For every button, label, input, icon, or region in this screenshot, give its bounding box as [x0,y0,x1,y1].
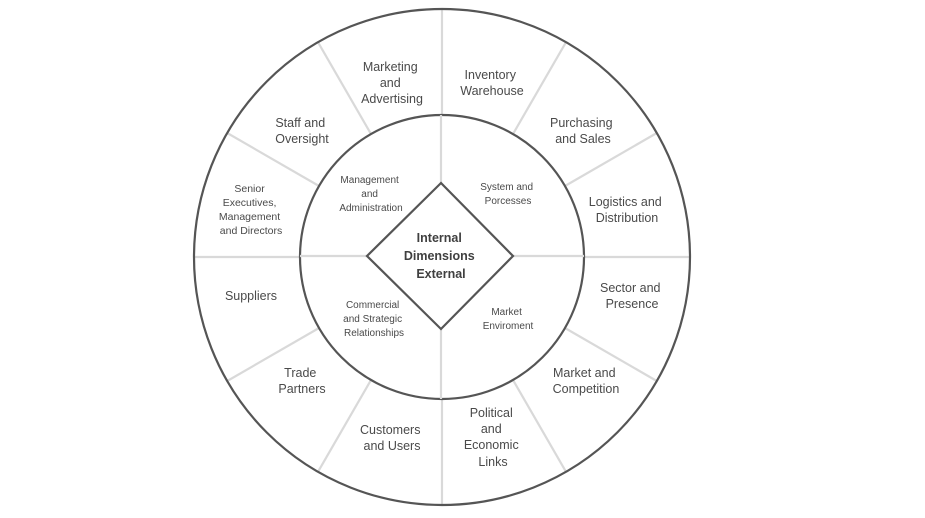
outer-label-line: Marketing [363,60,418,74]
outer-label-marketing: Marketing and Advertising [361,60,423,106]
center-diamond [365,181,515,331]
outer-label-political: Political and Economic Links [464,406,522,469]
inner-ring-dividers [300,115,584,399]
inner-label-line: Porcesses [485,196,532,207]
outer-ring-dividers [194,9,690,505]
outer-label-line: Inventory [465,68,517,82]
outer-label-line: Political [470,406,513,420]
outer-label-line: Oversight [275,132,329,146]
outer-label-customers: Customers and Users [360,423,424,453]
outer-label-staff: Staff and Oversight [275,116,329,146]
outer-label-line: Competition [553,382,620,396]
outer-label-sector: Sector and Presence [600,281,664,311]
outer-label-line: Customers [360,423,420,437]
outer-label-line: Trade [284,366,316,380]
outer-label-line: and [481,422,502,436]
outer-label-line: Warehouse [460,84,524,98]
outer-divider-line [512,379,567,473]
outer-label-line: Economic [464,438,519,452]
outer-label-senior: Senior Executives, Management and Direct… [219,183,283,237]
outer-label-line: and [380,76,401,90]
inner-label-line: and [361,189,378,200]
outer-label-logistics: Logistics and Distribution [589,195,665,225]
outer-divider-line [512,41,567,135]
outer-divider-line [564,132,658,187]
outer-label-line: Distribution [596,211,659,225]
outer-label-trade: Trade Partners [278,366,325,396]
outer-label-line: Market and [553,366,616,380]
inner-label-line: Relationships [344,328,404,339]
outer-label-line: Purchasing [550,116,613,130]
outer-circle [192,7,692,507]
outer-label-line: Presence [606,297,659,311]
inner-label-line: Enviroment [483,321,534,332]
outer-label-purchasing: Purchasing and Sales [550,116,616,146]
outer-label-line: Suppliers [225,289,277,303]
outer-divider-line [564,327,658,382]
inner-label-line: Management [340,175,399,186]
outer-label-line: Links [478,455,507,469]
center-line-3: External [416,267,465,281]
inner-label-management: Management and Administration [339,175,402,214]
outer-label-line: Staff and [275,116,325,130]
outer-label-line: and Directors [220,225,282,237]
inner-label-line: System and [480,182,533,193]
outer-divider-line [226,132,320,187]
outer-label-line: Senior [234,183,265,195]
outer-divider-line [317,41,372,135]
outer-label-line: Partners [278,382,325,396]
outer-label-line: Sector and [600,281,661,295]
outer-label-line: Executives, [223,197,277,209]
outer-label-line: Advertising [361,92,423,106]
center-line-2: Dimensions [404,249,475,263]
inner-label-line: and Strategic [343,314,402,325]
inner-label-line: Market [491,307,522,318]
outer-label-line: and Users [364,439,421,453]
outer-label-line: Management [219,211,280,223]
outer-divider-line [317,379,372,473]
outer-label-suppliers: Suppliers [225,289,277,303]
center-line-1: Internal [417,231,462,245]
center-label: Internal Dimensions External [404,231,478,281]
outer-label-line: Logistics and [589,195,662,209]
outer-label-line: and Sales [555,132,611,146]
inner-label-line: Administration [339,203,402,214]
outer-divider-line [226,327,320,382]
inner-label-commercial: Commercial and Strategic Relationships [343,300,405,339]
outer-label-market-competition: Market and Competition [553,366,620,396]
inner-label-systems: System and Porcesses [480,182,536,207]
outer-label-inventory: Inventory Warehouse [460,68,524,98]
inner-label-line: Commercial [346,300,399,311]
inner-label-market-environment: Market Enviroment [483,307,534,332]
